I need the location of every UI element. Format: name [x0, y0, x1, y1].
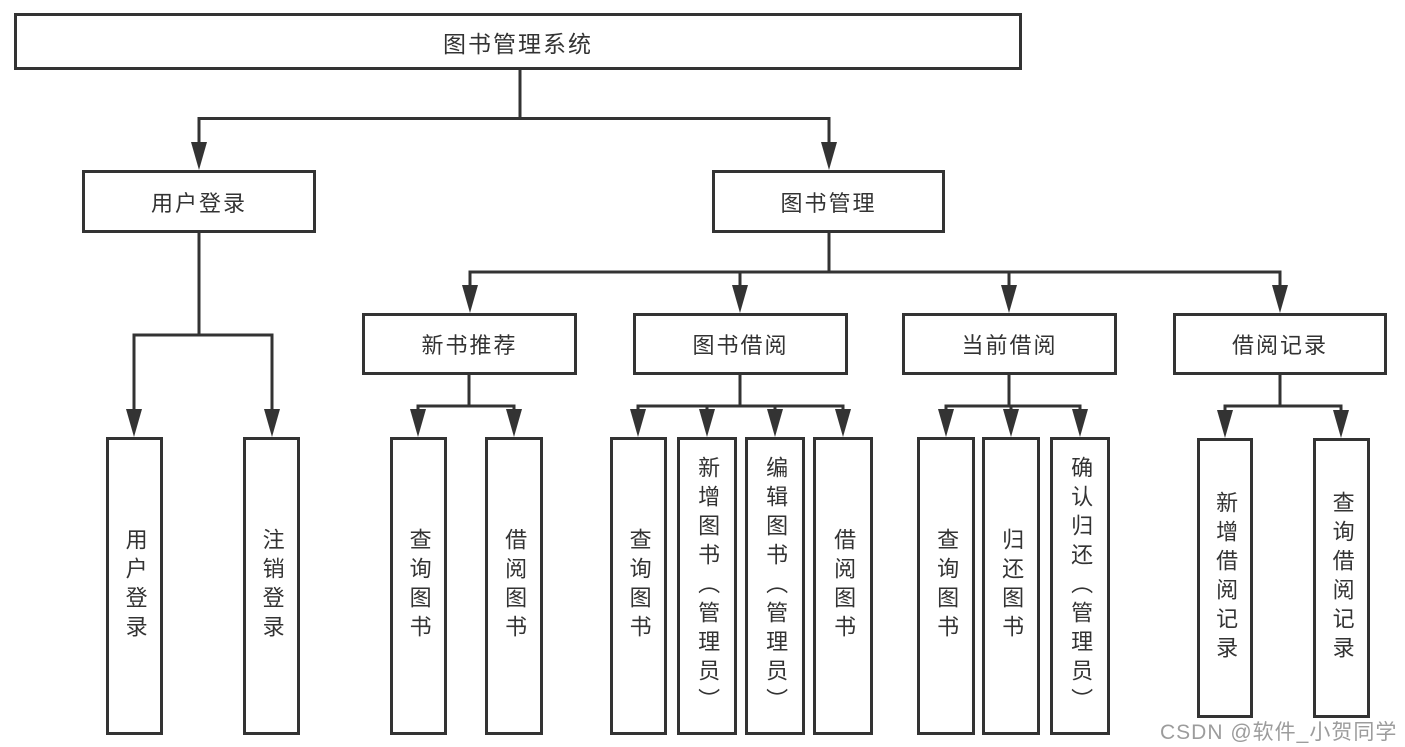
node-label: 新书推荐 [421, 333, 518, 358]
node-user-login-branch: 用户登录 [82, 170, 316, 233]
node-label: 归还图书 [999, 528, 1025, 644]
node-label: 借阅图书 [831, 528, 857, 644]
leaf-logout: 注销登录 [243, 437, 300, 735]
leaf-current-query-books: 查询图书 [917, 437, 975, 735]
node-label: 用户登录 [150, 190, 247, 216]
node-label: 注销登录 [259, 528, 285, 644]
node-label: 用户登录 [122, 528, 148, 644]
leaf-borrow-add-books-admin: 新增图书（管理员） [677, 437, 737, 735]
leaf-user-login: 用户登录 [106, 437, 163, 735]
node-book-management-branch: 图书管理 [712, 170, 945, 233]
node-label: 查询图书 [406, 528, 432, 644]
node-label: 新增借阅记录 [1213, 491, 1239, 665]
leaf-borrow-edit-books-admin: 编辑图书（管理员） [745, 437, 805, 735]
node-label: 图书借阅 [692, 333, 789, 358]
node-label: 新增图书（管理员） [695, 455, 721, 717]
node-label: 借阅图书 [502, 528, 528, 644]
leaf-records-query-record: 查询借阅记录 [1313, 438, 1370, 718]
leaf-current-return-books: 归还图书 [982, 437, 1040, 735]
node-book-borrow: 图书借阅 [633, 313, 848, 375]
leaf-records-add-record: 新增借阅记录 [1197, 438, 1253, 718]
node-current-borrow: 当前借阅 [902, 313, 1117, 375]
node-label: 图书管理 [780, 190, 877, 216]
node-label: 借阅记录 [1231, 333, 1328, 358]
node-borrow-records: 借阅记录 [1173, 313, 1387, 375]
node-label: 查询借阅记录 [1329, 491, 1355, 665]
leaf-recommend-borrow-books: 借阅图书 [485, 437, 543, 735]
csdn-watermark: CSDN @软件_小贺同学 [1160, 721, 1398, 744]
node-label: 确认归还（管理员） [1068, 455, 1094, 717]
arrowheads [126, 142, 1349, 438]
leaf-recommend-query-books: 查询图书 [390, 437, 447, 735]
node-label: 当前借阅 [961, 333, 1058, 358]
node-new-book-recommend: 新书推荐 [362, 313, 577, 375]
node-label: 查询图书 [626, 528, 652, 644]
node-label: 编辑图书（管理员） [763, 455, 789, 717]
leaf-borrow-borrow-books: 借阅图书 [813, 437, 873, 735]
node-label: 查询图书 [934, 528, 960, 644]
node-label: 图书管理系统 [443, 30, 593, 57]
leaf-borrow-query-books: 查询图书 [610, 437, 667, 735]
node-library-management-system: 图书管理系统 [14, 13, 1022, 70]
leaf-current-confirm-return-admin: 确认归还（管理员） [1050, 437, 1110, 735]
